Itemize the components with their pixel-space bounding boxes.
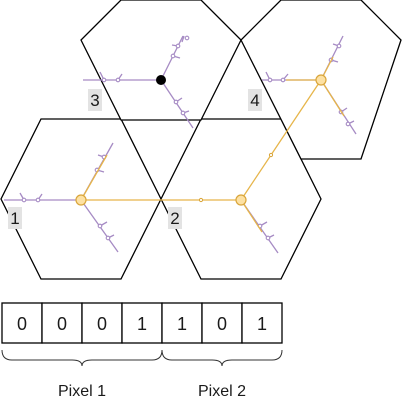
bit-strip: 0 0 0 1 1 0 1 [1,302,283,344]
pixel-1-label: Pixel 1 [58,383,106,400]
hub-node-hex2 [235,194,247,206]
hex-label-1-text: 1 [10,209,19,228]
bit-value: 0 [17,314,27,334]
hex-label-3: 3 [88,89,102,111]
bit-cell [201,302,243,344]
bit-value: 1 [257,314,267,334]
bit-value: 1 [137,314,147,334]
purple-branches-hex3 [83,35,194,129]
hex-label-4: 4 [248,89,262,111]
hex-label-2: 2 [168,207,182,229]
gold-connections [80,56,345,233]
hub-node-hex4 [315,74,327,86]
bit-value: 1 [177,314,187,334]
bit-cell [241,302,283,344]
hex-label-1: 1 [8,207,22,229]
hexagon-grid [0,0,402,280]
hex-label-2-text: 2 [170,209,179,228]
bit-value: 0 [97,314,107,334]
hub-node-hex3 [156,75,166,85]
bit-value: 0 [217,314,227,334]
bit-value: 0 [57,314,67,334]
pixel-2-brace [161,349,283,367]
bit-cell [81,302,123,344]
hex-label-4-text: 4 [250,91,259,110]
bit-cell [1,302,43,344]
pixel-2-label: Pixel 2 [198,383,246,400]
hex-label-3-text: 3 [90,91,99,110]
hub-node-hex1 [75,194,87,206]
hexagon-3 [80,0,242,121]
pixel-1-brace [1,349,163,367]
